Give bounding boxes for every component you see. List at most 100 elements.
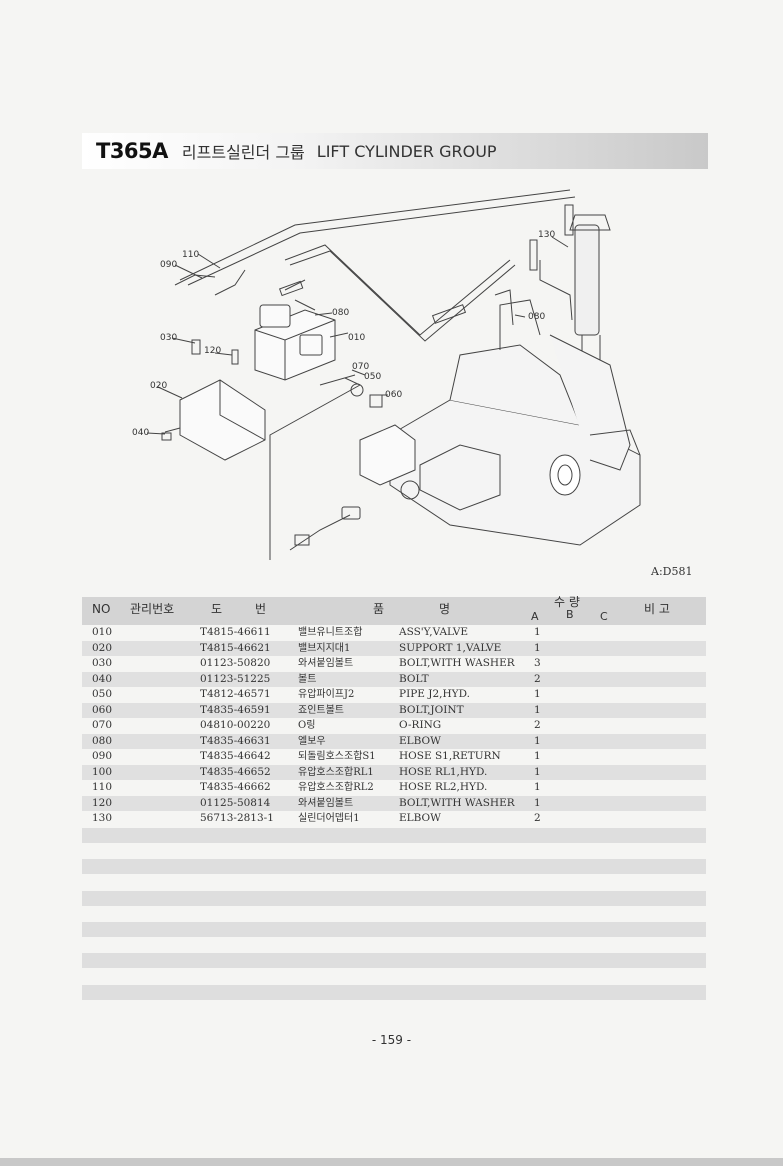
row-no: 100 [92, 765, 113, 778]
group-title-en: LIFT CYLINDER GROUP [316, 141, 497, 161]
row-part-no: T4815-46611 [200, 626, 271, 638]
group-code: T365A [96, 139, 168, 163]
row-part-no: 04810-00220 [200, 719, 271, 731]
scan-edge [0, 1158, 783, 1166]
header-qty-c: C [600, 610, 608, 623]
row-name-ko: 볼트 [298, 673, 317, 685]
row-part-no: 01123-51225 [200, 672, 271, 685]
header-name-2: 명 [439, 602, 451, 616]
row-name-en: ELBOW [399, 812, 441, 824]
row-no: 040 [92, 672, 113, 685]
row-qty: 2 [534, 812, 541, 824]
callout-010: 010 [348, 333, 365, 343]
row-name-en: ASS'Y,VALVE [399, 626, 469, 638]
row-name-en: BOLT [399, 672, 429, 685]
row-qty: 1 [534, 626, 541, 638]
row-name-en: SUPPORT 1,VALVE [399, 641, 502, 654]
parts-table-header: NO 관리번호 도 번 품 명 수 량 A B C 비 고 [82, 595, 706, 625]
header-qty-b: B [566, 608, 574, 621]
empty-table-row [82, 922, 706, 937]
table-row: 120 01125-50814 와셔붙임볼트 BOLT,WITH WASHER … [82, 795, 706, 811]
header-no: NO [92, 602, 111, 616]
empty-table-row [82, 859, 706, 874]
header-drawing-2: 번 [255, 602, 267, 616]
row-part-no: T4835-46591 [200, 703, 271, 716]
empty-table-row [82, 953, 706, 968]
row-name-ko: 밸브유니트조합 [298, 627, 363, 638]
row-name-en: HOSE RL2,HYD. [399, 781, 488, 793]
row-name-ko: 죠인트볼트 [298, 704, 344, 716]
callout-110: 110 [182, 250, 199, 260]
row-name-ko: 밸브지지대1 [298, 642, 351, 654]
row-qty: 2 [534, 672, 541, 685]
row-name-ko: 유압호스조합RL1 [298, 766, 374, 778]
callout-040: 040 [132, 428, 149, 438]
row-part-no: T4835-46631 [200, 734, 271, 747]
row-no: 130 [92, 812, 113, 824]
row-name-ko: 엘보우 [298, 735, 326, 747]
row-part-no: 56713-2813-1 [200, 812, 274, 824]
table-row: 110 T4835-46662 유압호스조합RL2 HOSE RL2,HYD. … [82, 780, 706, 796]
table-row: 040 01123-51225 볼트 BOLT 2 [82, 671, 706, 687]
group-title-ko: 리프트실린더 그룹 [181, 143, 305, 162]
header-qty: 수 량 [554, 595, 580, 609]
row-name-en: BOLT,WITH WASHER [399, 657, 515, 669]
table-row: 010 T4815-46611 밸브유니트조합 ASS'Y,VALVE 1 [82, 625, 706, 641]
table-row: 020 T4815-46621 밸브지지대1 SUPPORT 1,VALVE 1 [82, 640, 706, 656]
row-name-ko: 와셔붙임볼트 [298, 658, 354, 669]
row-no: 010 [92, 626, 113, 638]
table-row: 050 T4812-46571 유압파이프J2 PIPE J2,HYD. 1 [82, 687, 706, 703]
row-qty: 1 [534, 781, 541, 793]
row-part-no: T4835-46662 [200, 781, 271, 793]
row-name-en: O-RING [399, 719, 442, 731]
row-no: 050 [92, 688, 113, 700]
row-part-no: 01123-50820 [200, 657, 271, 669]
row-name-ko: 되돌림호스조합S1 [298, 751, 376, 762]
callout-060: 060 [385, 390, 402, 400]
table-row: 130 56713-2813-1 실린더어뎁터1 ELBOW 2 [82, 811, 706, 827]
header-remarks: 비 고 [644, 602, 670, 616]
row-no: 110 [92, 781, 113, 793]
row-no: 090 [92, 750, 113, 762]
row-no: 030 [92, 657, 113, 669]
row-no: 120 [92, 796, 113, 809]
row-qty: 1 [534, 796, 541, 809]
row-name-en: HOSE RL1,HYD. [399, 765, 488, 778]
callout-080: 080 [528, 312, 545, 322]
row-part-no: 01125-50814 [200, 796, 271, 809]
row-qty: 1 [534, 734, 541, 747]
row-qty: 1 [534, 750, 541, 762]
table-row: 100 T4835-46652 유압호스조합RL1 HOSE RL1,HYD. … [82, 764, 706, 780]
row-part-no: T4815-46621 [200, 641, 271, 654]
row-name-en: ELBOW [399, 734, 441, 747]
row-part-no: T4835-46642 [200, 750, 271, 762]
row-no: 060 [92, 703, 113, 716]
row-qty: 1 [534, 765, 541, 778]
page-number: - 159 - [371, 1033, 412, 1047]
row-qty: 1 [534, 688, 541, 700]
section-header: T365A 리프트실린더 그룹 LIFT CYLINDER GROUP [82, 133, 708, 169]
callout-030: 030 [160, 333, 177, 343]
row-no: 070 [92, 719, 113, 731]
row-name-ko: O링 [298, 720, 316, 731]
header-mgmt-no: 관리번호 [130, 602, 175, 616]
callout-100: 090 [160, 260, 177, 270]
row-name-ko: 유압파이프J2 [298, 689, 355, 700]
row-name-en: BOLT,JOINT [399, 703, 464, 716]
callout-070: 070 [352, 362, 369, 372]
header-name-1: 품 [373, 602, 385, 616]
row-qty: 3 [534, 657, 541, 669]
row-part-no: T4835-46652 [200, 765, 271, 778]
row-qty: 1 [534, 641, 541, 654]
row-name-en: PIPE J2,HYD. [399, 688, 470, 700]
table-row: 080 T4835-46631 엘보우 ELBOW 1 [82, 733, 706, 749]
row-name-ko: 와셔붙임볼트 [298, 797, 354, 809]
table-row: 060 T4835-46591 죠인트볼트 BOLT,JOINT 1 [82, 702, 706, 718]
empty-table-row [82, 985, 706, 1000]
empty-table-row [82, 828, 706, 843]
diagram-reference: A:D581 [651, 565, 693, 578]
callout-050: 050 [364, 372, 381, 382]
table-row: 090 T4835-46642 되돌림호스조합S1 HOSE S1,RETURN… [82, 749, 706, 765]
parts-table-body: 010 T4815-46611 밸브유니트조합 ASS'Y,VALVE 1 02… [82, 625, 706, 827]
callout-090: 080 [332, 308, 349, 318]
